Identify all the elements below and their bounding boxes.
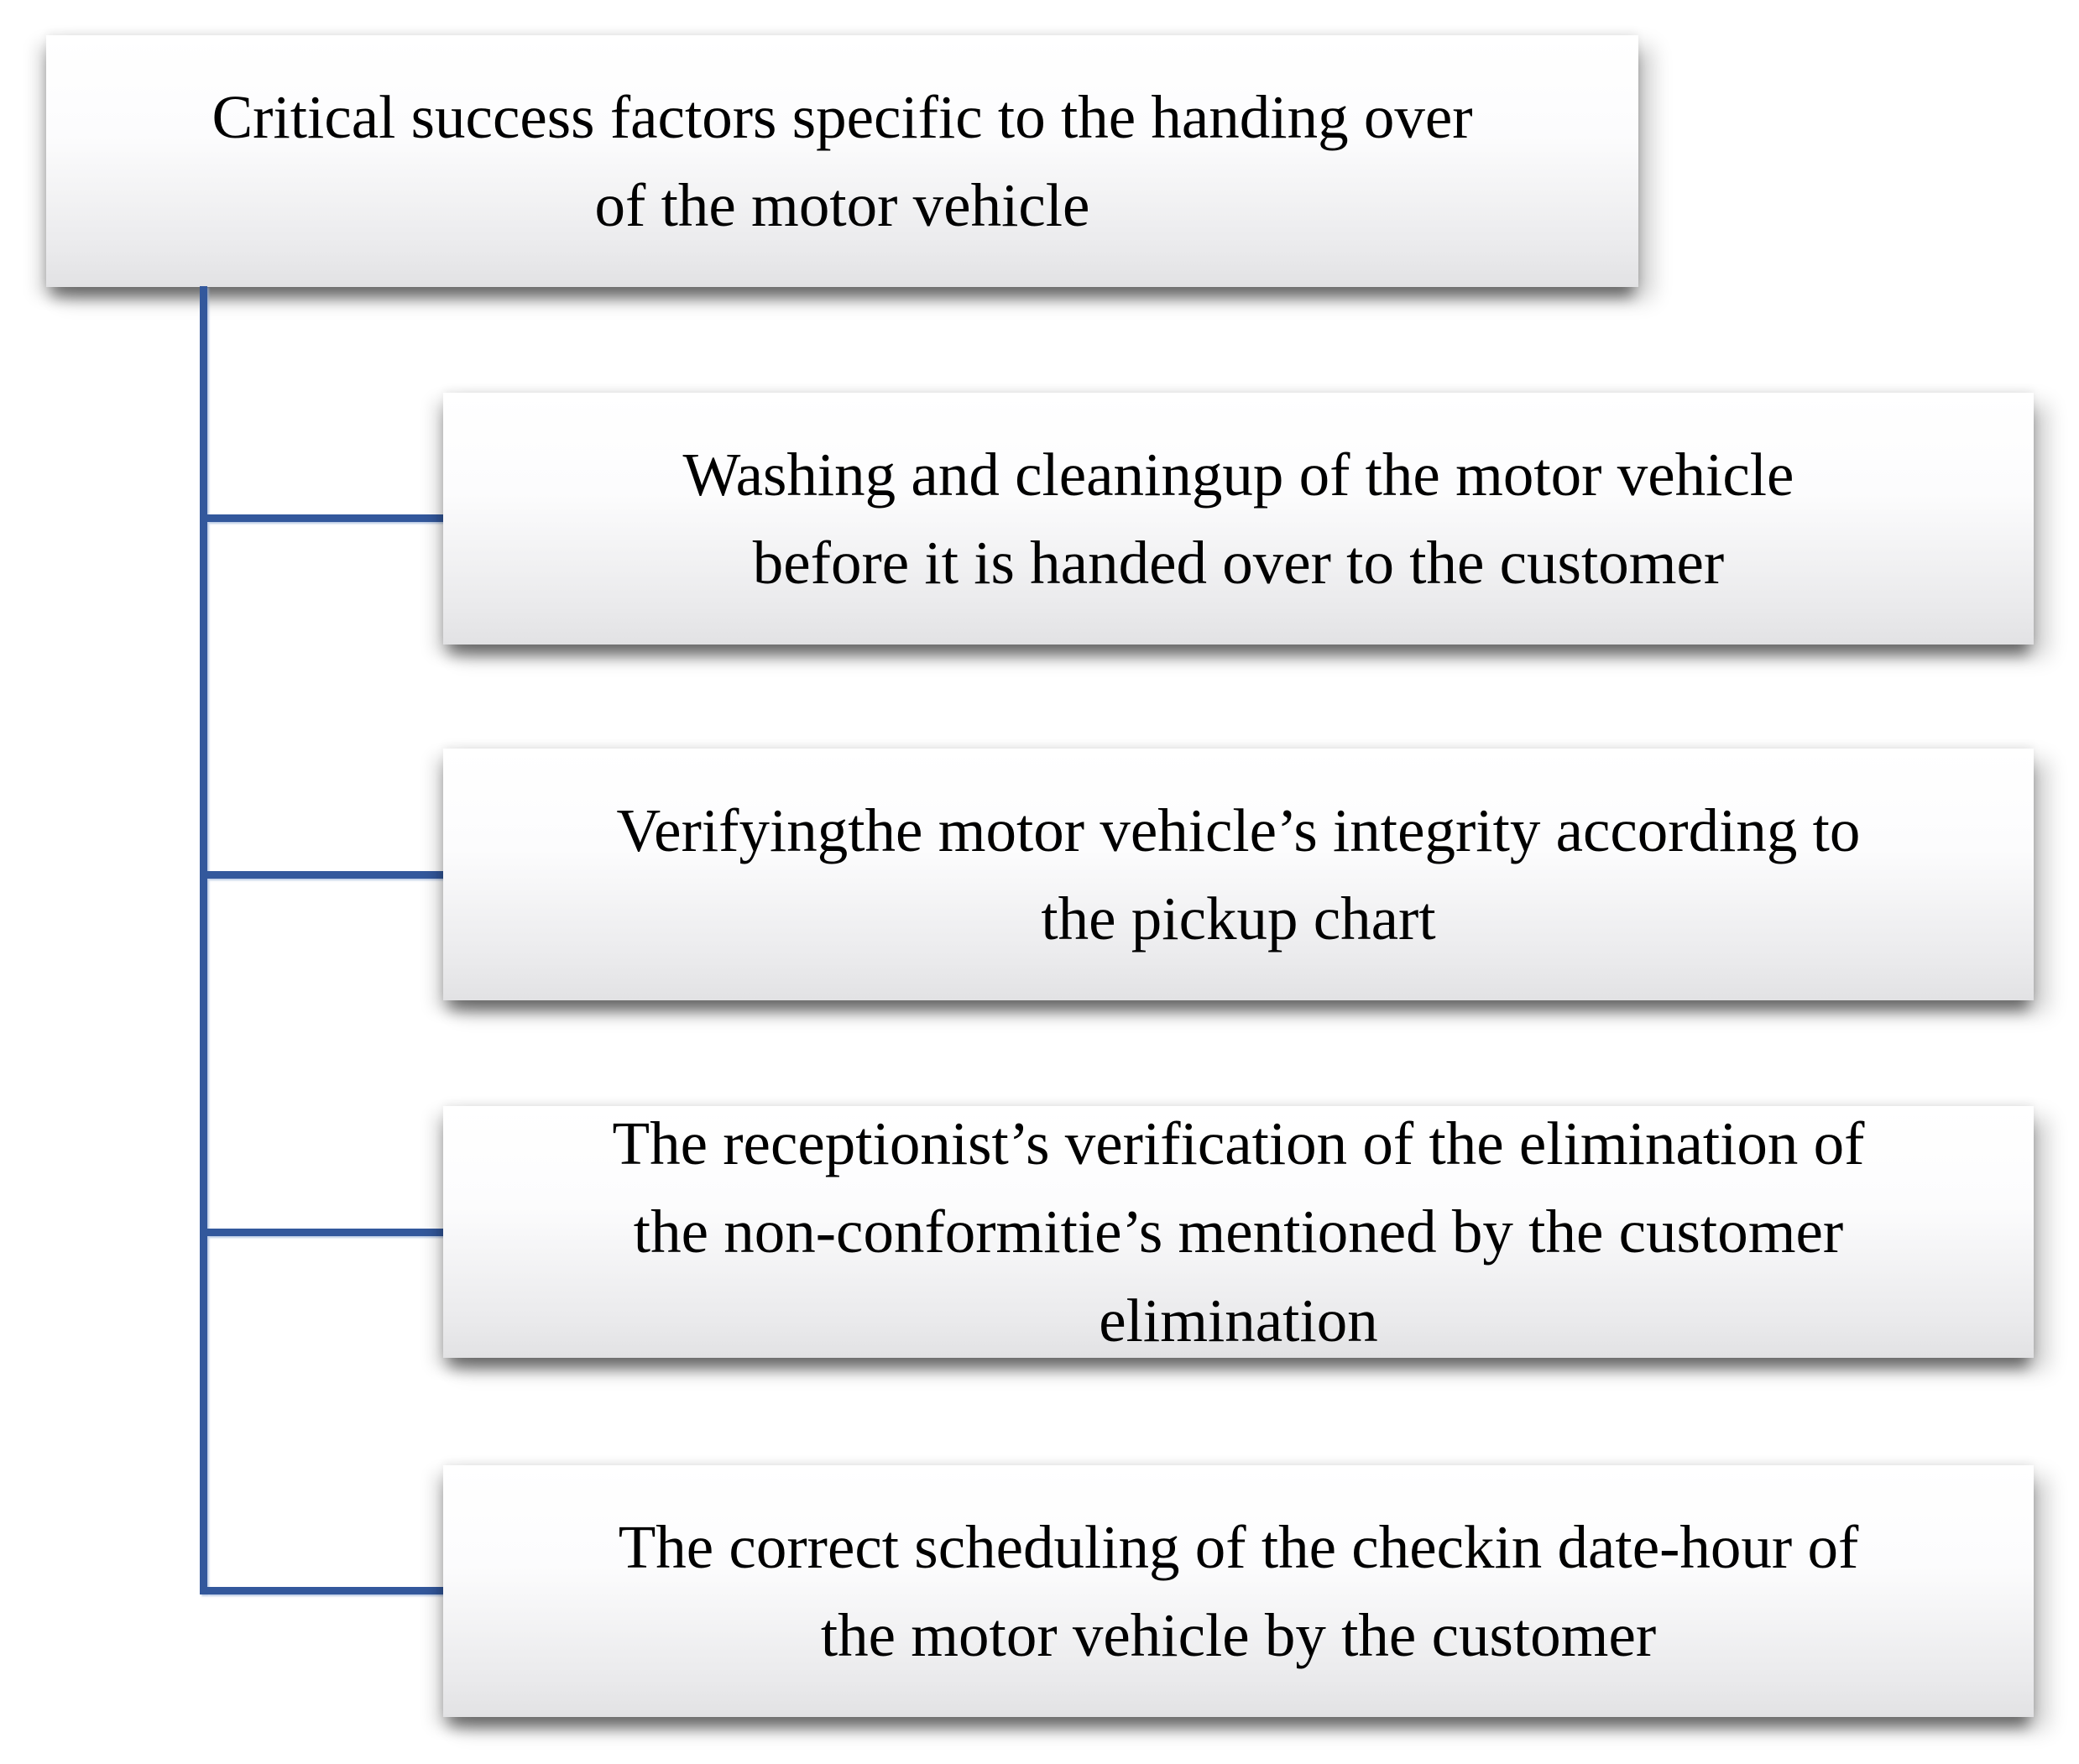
child-box-receptionist-verification-text: The receptionist’s verification of the e…: [612, 1109, 1865, 1354]
child-box-verifying-text: Verifyingthe motor vehicle’s integrity a…: [616, 796, 1861, 952]
child-box-verifying: Verifyingthe motor vehicle’s integrity a…: [443, 749, 2034, 1000]
child-box-washing-text: Washing and cleaningup of the motor vehi…: [682, 440, 1794, 597]
connector-branch-2: [207, 871, 443, 879]
root-box: Critical success factors specific to the…: [46, 35, 1638, 287]
connector-branch-4: [207, 1587, 443, 1594]
connector-branch-3: [207, 1229, 443, 1236]
child-box-scheduling: The correct scheduling of the checkin da…: [443, 1465, 2034, 1717]
root-box-text: Critical success factors specific to the…: [212, 82, 1473, 239]
connector-branch-1: [207, 514, 443, 522]
connector-trunk-line: [200, 286, 207, 1594]
child-box-scheduling-text: The correct scheduling of the checkin da…: [618, 1512, 1859, 1669]
child-box-receptionist-verification: The receptionist’s verification of the e…: [443, 1106, 2034, 1358]
child-box-washing: Washing and cleaningup of the motor vehi…: [443, 393, 2034, 645]
